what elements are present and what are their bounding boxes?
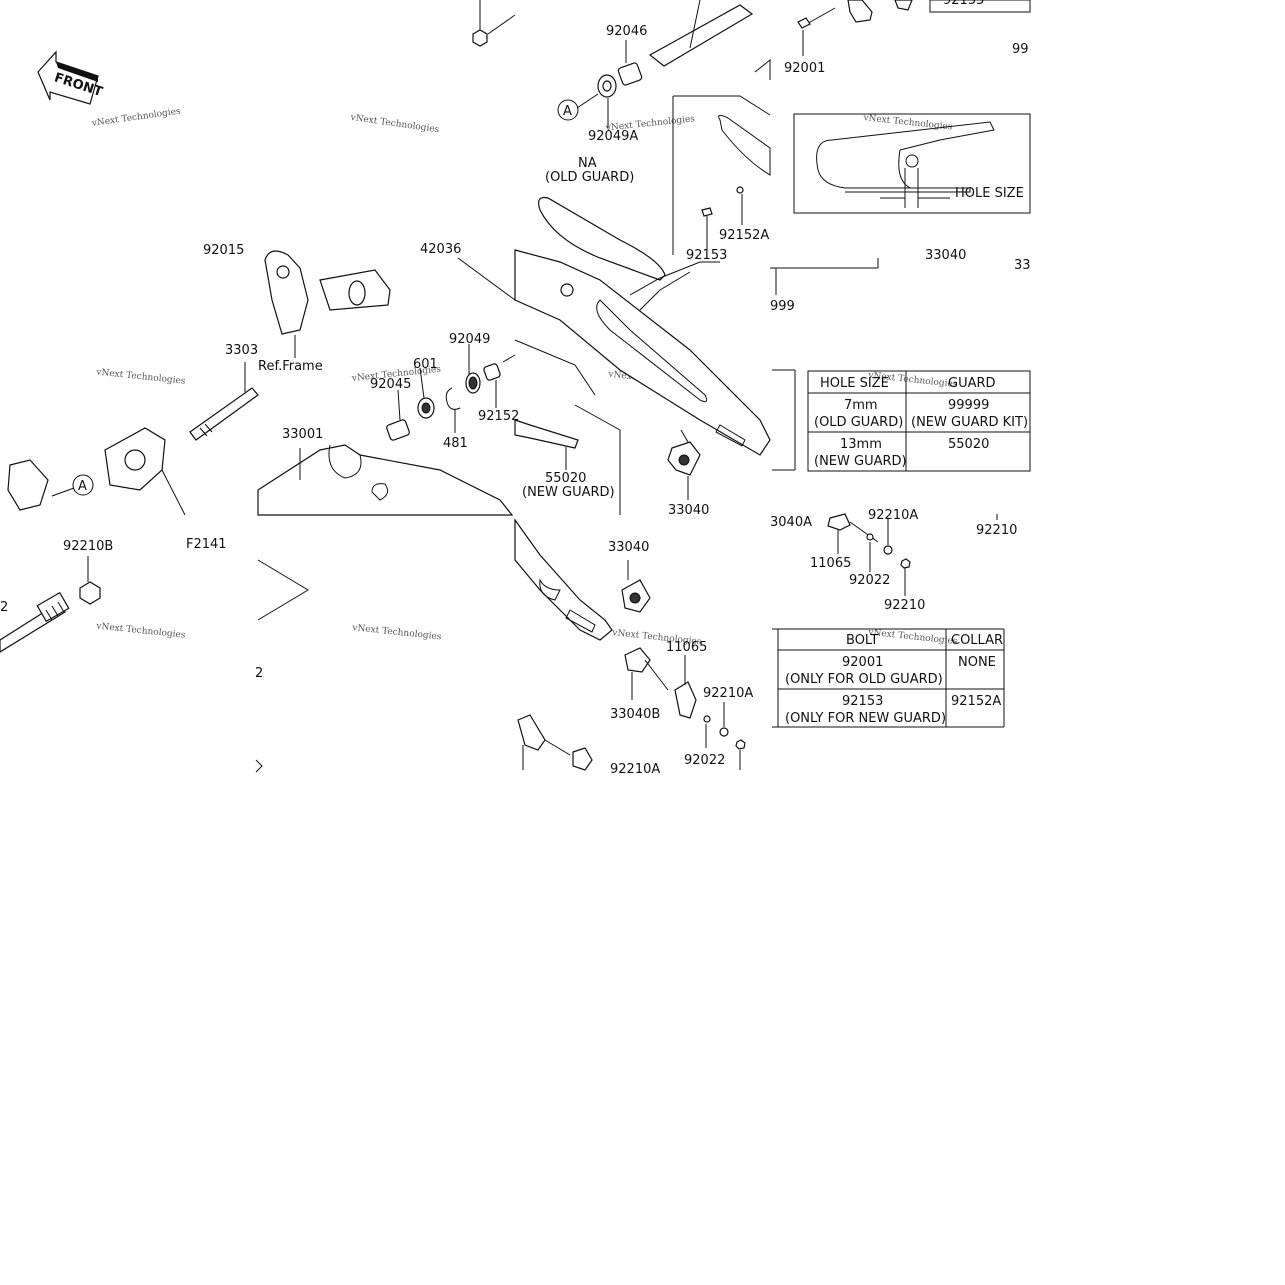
table-cell: (NEW GUARD) <box>814 454 907 469</box>
table-cell: 92153 <box>842 694 883 709</box>
part-label-3303: 3303 <box>225 343 258 358</box>
part-label-92155: 92155 <box>943 0 984 8</box>
table-cell: 92152A <box>951 694 1001 709</box>
part-label-fragment: 2 <box>0 600 8 615</box>
new-guard-part <box>514 339 621 515</box>
bearing-set-part <box>386 344 516 441</box>
adjuster-bottom-part <box>517 560 746 771</box>
new-guard-label: (NEW GUARD) <box>522 485 615 500</box>
watermark: vNext Technologies <box>351 623 442 642</box>
part-label-92022: 92022 <box>684 753 725 768</box>
part-label-33001: 33001 <box>282 427 323 442</box>
ref-circle-label: A <box>78 479 87 494</box>
axle-part <box>189 362 259 441</box>
part-label-fragment: 2 <box>255 666 263 681</box>
table-header: COLLAR <box>951 633 1003 648</box>
section-line-part <box>255 559 309 773</box>
table-cell: (NEW GUARD KIT) <box>911 415 1028 430</box>
part-label-92210B: 92210B <box>63 539 113 554</box>
swingarm-pivot-part <box>257 444 514 516</box>
front-arrow-icon: FRONT <box>37 50 104 105</box>
table-cell: NONE <box>958 655 996 670</box>
part-label-999: 999 <box>770 299 795 314</box>
watermark: vNext Technologies <box>95 367 186 386</box>
ref-frame-label: Ref.Frame <box>258 359 323 374</box>
part-label-92210A-fragment: 92210A <box>868 508 918 523</box>
chain-guard-part <box>538 95 771 281</box>
hub-fragment-part <box>7 427 186 516</box>
part-label-92210A: 92210A <box>703 686 753 701</box>
table-cell: (ONLY FOR NEW GUARD) <box>785 711 946 726</box>
frame-bracket-part <box>264 250 391 358</box>
table-cell: 99999 <box>948 398 989 413</box>
table-cell: 7mm <box>844 398 878 413</box>
part-label-601: 601 <box>413 357 438 372</box>
part-label-92210: 92210 <box>884 598 925 613</box>
table-cell: (ONLY FOR OLD GUARD) <box>785 672 943 687</box>
chain-adjuster-part <box>667 429 701 500</box>
adjuster-set-right-part <box>827 513 998 596</box>
part-label-92046: 92046 <box>606 24 647 39</box>
ref-circle-a <box>557 99 579 121</box>
part-label-92001: 92001 <box>784 61 825 76</box>
table-cell: 92001 <box>842 655 883 670</box>
part-label-481: 481 <box>443 436 468 451</box>
leader-line <box>457 257 516 301</box>
part-label-92022: 92022 <box>849 573 890 588</box>
part-label-92045: 92045 <box>370 377 411 392</box>
part-label-33040-fragment: 33040 <box>925 248 966 263</box>
watermark: vNext Technologies <box>349 113 440 136</box>
swingarm-part <box>514 249 879 456</box>
part-label-92049A: 92049A <box>588 129 638 144</box>
part-label-92153: 92153 <box>686 248 727 263</box>
part-label-92152A: 92152A <box>719 228 769 243</box>
part-label-33040: 33040 <box>668 503 709 518</box>
table-cell: 13mm <box>840 437 882 452</box>
watermark: vNext Technologies <box>867 628 958 647</box>
part-label-55020: 55020 <box>545 471 586 486</box>
top-right-fragment <box>754 0 1031 80</box>
hole-size-inset-label: HOLE SIZE <box>955 186 1024 201</box>
watermark: vNext Technologies <box>90 106 181 129</box>
diagram-code: F2141 <box>186 537 227 552</box>
part-label-33040A: 3040A <box>770 515 812 530</box>
part-label-92015: 92015 <box>203 243 244 258</box>
table-cell: (OLD GUARD) <box>814 415 903 430</box>
old-guard-label: (OLD GUARD) <box>545 170 634 185</box>
table-header: HOLE SIZE <box>820 376 889 391</box>
table-header: GUARD <box>948 376 996 391</box>
hole-size-inset <box>793 113 1031 214</box>
part-label-33: 33 <box>1014 258 1031 273</box>
part-label-33040B: 33040B <box>610 707 660 722</box>
swingarm-lower-part <box>514 518 613 641</box>
part-label-33040: 33040 <box>608 540 649 555</box>
pivot-shaft-part <box>576 0 754 128</box>
nut-part <box>472 0 516 47</box>
part-label-11065: 11065 <box>810 556 851 571</box>
bolt-collar-table <box>772 628 1005 728</box>
part-label-92152: 92152 <box>478 409 519 424</box>
hole-guard-table <box>772 369 1031 472</box>
rear-axle-part <box>0 556 101 653</box>
watermark: vNext Technologies <box>862 113 953 132</box>
table-cell: 55020 <box>948 437 989 452</box>
part-label-42036: 42036 <box>420 242 461 257</box>
na-label: NA <box>578 156 597 171</box>
part-label-11065: 11065 <box>666 640 707 655</box>
ref-circle-label: A <box>563 104 572 119</box>
table-header: BOLT <box>846 633 878 648</box>
part-label-99: 99 <box>1012 42 1029 57</box>
part-label-92049: 92049 <box>449 332 490 347</box>
part-label-92210A: 92210A <box>610 762 660 777</box>
watermark: vNext Technologies <box>95 621 186 640</box>
part-label-92210: 92210 <box>976 523 1017 538</box>
